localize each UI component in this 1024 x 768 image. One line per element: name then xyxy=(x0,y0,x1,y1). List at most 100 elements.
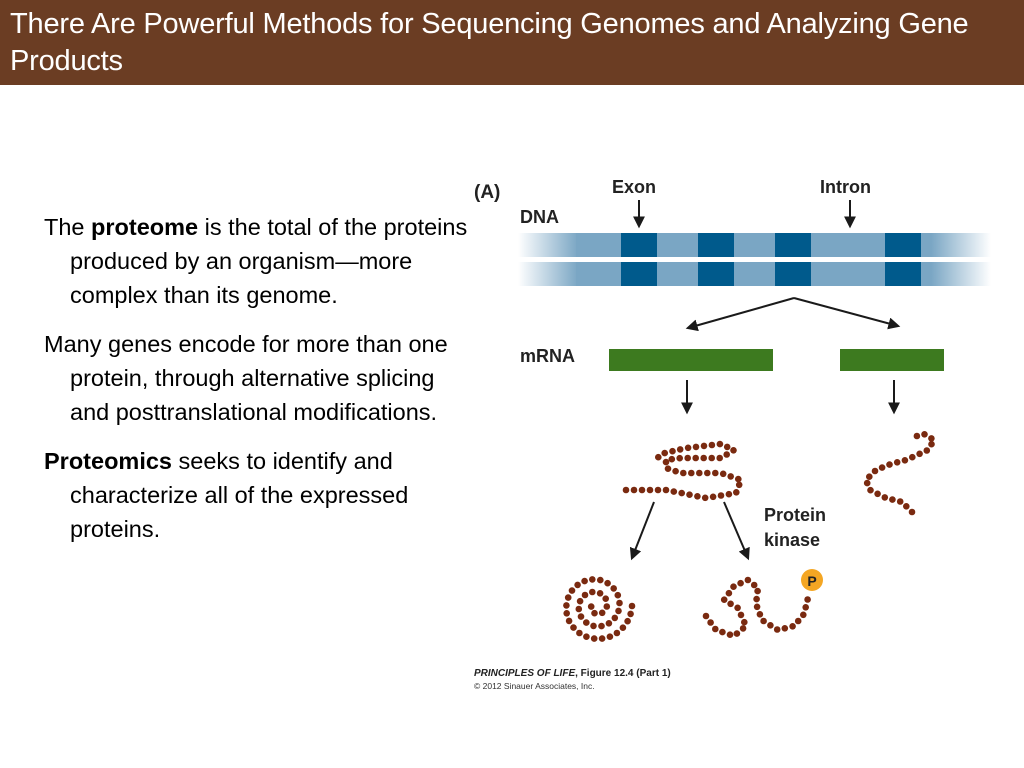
amino-acid-bead xyxy=(901,457,909,464)
amino-acid-bead xyxy=(804,596,811,603)
amino-acid-bead xyxy=(692,443,700,451)
amino-acid-bead xyxy=(727,600,734,608)
amino-acid-bead xyxy=(630,486,638,494)
amino-acid-bead xyxy=(583,633,590,640)
dna-strand-top xyxy=(518,233,991,257)
protein-chain-short xyxy=(863,431,935,516)
amino-acid-bead xyxy=(709,493,717,501)
slide-title: There Are Powerful Methods for Sequencin… xyxy=(10,8,969,77)
modification-arrow-left xyxy=(629,501,655,561)
amino-acid-bead xyxy=(564,594,572,601)
amino-acid-bead xyxy=(903,503,910,510)
amino-acid-bead xyxy=(750,581,758,589)
amino-acid-bead xyxy=(688,469,695,477)
amino-acid-bead xyxy=(753,595,760,603)
figure-caption: PRINCIPLES OF LIFE, Figure 12.4 (Part 1) xyxy=(474,668,671,679)
amino-acid-bead xyxy=(563,602,570,609)
amino-acid-bead xyxy=(723,443,731,451)
phosphate-label: P xyxy=(807,573,816,589)
amino-acid-bead xyxy=(716,454,723,462)
amino-acid-bead xyxy=(893,459,901,466)
amino-acid-bead xyxy=(716,440,724,448)
bullet-text: The xyxy=(44,214,92,240)
amino-acid-bead xyxy=(692,454,699,462)
caption-source: PRINCIPLES OF LIFE xyxy=(474,668,575,679)
amino-acid-bead xyxy=(686,491,693,499)
amino-acid-bead xyxy=(616,599,623,607)
amino-acid-bead xyxy=(680,469,687,477)
amino-acid-bead xyxy=(678,489,685,497)
amino-acid-bead xyxy=(756,611,764,618)
amino-acid-bead xyxy=(730,447,737,454)
exon-block xyxy=(698,262,734,286)
amino-acid-bead xyxy=(735,481,743,489)
exon-block xyxy=(621,233,657,257)
exon-block xyxy=(698,233,734,257)
amino-acid-bead xyxy=(568,587,576,594)
amino-acid-bead xyxy=(591,609,598,617)
amino-acid-bead xyxy=(753,603,761,611)
amino-acid-bead xyxy=(886,461,893,468)
amino-acid-bead xyxy=(589,576,596,583)
amino-acid-bead xyxy=(802,604,809,611)
protein-chain-wavy xyxy=(622,440,743,502)
amino-acid-bead xyxy=(916,450,923,458)
amino-acid-bead xyxy=(909,453,916,461)
amino-acid-bead xyxy=(614,591,622,599)
protein-chain-kinase xyxy=(702,576,811,638)
amino-acid-bead xyxy=(781,625,789,632)
amino-acid-bead xyxy=(794,617,802,625)
amino-acid-bead xyxy=(874,490,881,498)
amino-acid-bead xyxy=(733,630,741,637)
protein-chain-coiled xyxy=(563,576,636,642)
amino-acid-bead xyxy=(727,473,734,480)
intron-label: Intron xyxy=(820,177,871,197)
amino-acid-bead xyxy=(602,595,609,602)
amino-acid-bead xyxy=(628,602,636,610)
amino-acid-bead xyxy=(583,619,590,626)
amino-acid-bead xyxy=(669,447,676,455)
amino-acid-bead xyxy=(694,493,701,500)
amino-acid-bead xyxy=(624,617,631,625)
amino-acid-bead xyxy=(638,486,646,494)
amino-acid-bead xyxy=(913,432,921,440)
amino-acid-bead xyxy=(668,455,676,463)
splice-arrow-left xyxy=(685,297,795,332)
amino-acid-bead xyxy=(733,489,740,496)
amino-acid-bead xyxy=(655,453,662,461)
amino-acid-bead xyxy=(606,633,614,640)
amino-acid-bead xyxy=(881,494,889,501)
bullet-proteome: The proteome is the total of the protein… xyxy=(44,210,474,312)
figure-alternative-splicing: (A) Exon Intron DNA mRNA Protein kinase xyxy=(466,168,1006,698)
amino-acid-bead xyxy=(664,465,672,473)
bullet-term: Proteomics xyxy=(44,448,172,474)
exon-block xyxy=(775,233,811,257)
amino-acid-bead xyxy=(754,587,761,595)
amino-acid-bead xyxy=(712,625,719,633)
bullet-text: is the total of the proteins produced by… xyxy=(70,214,468,308)
amino-acid-bead xyxy=(662,486,670,494)
amino-acid-bead xyxy=(708,441,716,449)
amino-acid-bead xyxy=(610,585,617,592)
amino-acid-bead xyxy=(597,576,604,584)
amino-acid-bead xyxy=(646,486,654,494)
amino-acid-bead xyxy=(737,579,744,587)
amino-acid-bead xyxy=(889,496,896,503)
panel-label: (A) xyxy=(474,182,500,203)
phosphate-circle xyxy=(801,569,823,591)
amino-acid-bead xyxy=(684,454,691,462)
amino-acid-bead xyxy=(598,609,606,617)
amino-acid-bead xyxy=(603,603,611,610)
amino-acid-bead xyxy=(773,626,781,633)
amino-acid-bead xyxy=(589,588,596,596)
amino-acid-bead xyxy=(878,464,886,471)
amino-acid-bead xyxy=(726,631,734,638)
dna-label: DNA xyxy=(520,207,559,227)
amino-acid-bead xyxy=(563,610,570,617)
amino-acid-bead xyxy=(613,629,621,637)
amino-acid-bead xyxy=(707,619,714,626)
bullet-proteomics: Proteomics seeks to identify and charact… xyxy=(44,444,474,546)
amino-acid-bead xyxy=(704,469,711,477)
amino-acid-bead xyxy=(723,451,730,458)
amino-acid-bead xyxy=(622,486,630,494)
